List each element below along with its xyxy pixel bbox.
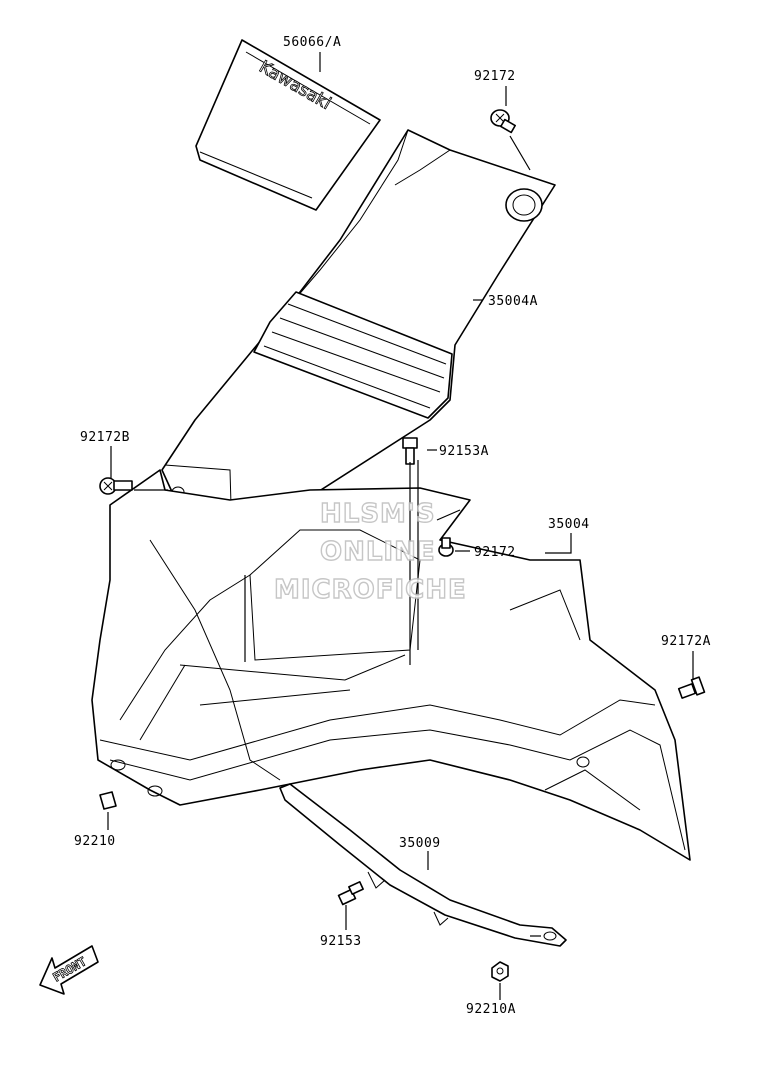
watermark-line-1: HLSM'S — [320, 499, 436, 529]
stay-bracket-35009[interactable] — [279, 783, 567, 947]
label-35004A[interactable]: 35004A — [488, 294, 538, 309]
front-direction-arrow: FRONT — [39, 945, 99, 995]
label-92210A[interactable]: 92210A — [466, 1002, 516, 1017]
bolt-92153A[interactable] — [402, 437, 418, 465]
label-92172A[interactable]: 92172A — [661, 634, 711, 649]
upper-cover-35004A[interactable] — [161, 129, 556, 546]
bolt-92172-top[interactable] — [490, 109, 516, 134]
label-92210[interactable]: 92210 — [74, 834, 116, 849]
label-92172-mid[interactable]: 92172 — [474, 545, 516, 560]
bolt-92172-mid[interactable] — [438, 537, 454, 557]
bolt-92172B[interactable] — [99, 477, 133, 495]
clip-nut-92210[interactable] — [99, 791, 117, 810]
kawasaki-decal[interactable]: Kawasaki — [195, 39, 381, 211]
label-92172-top[interactable]: 92172 — [474, 69, 516, 84]
label-92172B[interactable]: 92172B — [80, 430, 130, 445]
label-35009[interactable]: 35009 — [399, 836, 441, 851]
watermark-line-3: MICROFICHE — [274, 575, 467, 605]
label-35004[interactable]: 35004 — [548, 517, 590, 532]
bolt-92153[interactable] — [337, 881, 364, 906]
label-92153[interactable]: 92153 — [320, 934, 362, 949]
watermark-line-2: ONLINE — [320, 537, 436, 567]
nut-92210A[interactable] — [491, 961, 509, 982]
bolt-92172A[interactable] — [677, 676, 706, 699]
watermark: HLSM'S ONLINE MICROFICHE — [273, 498, 467, 605]
front-fender-35004[interactable] — [91, 469, 691, 861]
label-56066A[interactable]: 56066/A — [283, 35, 341, 50]
label-92153A[interactable]: 92153A — [439, 444, 489, 459]
leader-lines — [107, 52, 694, 1000]
part-labels: 56066/A 92172 35004A 92172B 92153A 35004… — [74, 35, 711, 1017]
